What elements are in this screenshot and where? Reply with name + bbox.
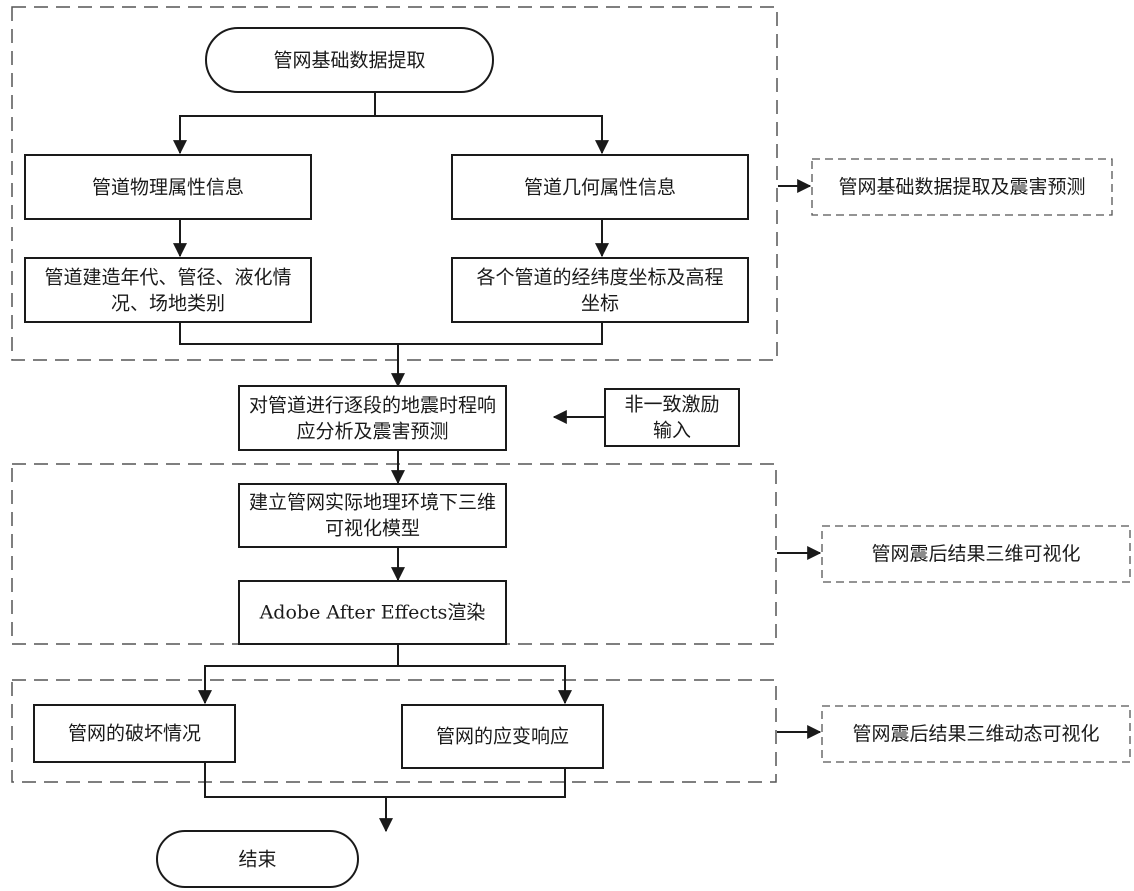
node-physical-detail: 管道建造年代、管径、液化情况、场地类别 [24,257,312,323]
node-text-line: 管道几何属性信息 [524,177,676,199]
group-data-extraction [11,6,778,361]
svg-text:对管道进行逐段的地震时程响应分析及震害预测: 对管道进行逐段的地震时程响应分析及震害预测 [249,395,496,443]
node-end: 结束 [156,830,359,888]
svg-text:管网基础数据提取及震害预测: 管网基础数据提取及震害预测 [838,176,1085,198]
svg-text:管道几何属性信息: 管道几何属性信息 [524,177,676,199]
edge-render-strain [398,665,572,705]
node-text-line: 管网的应变响应 [436,726,569,748]
svg-text:管道物理属性信息: 管道物理属性信息 [92,177,244,199]
node-physical-properties: 管道物理属性信息 [24,154,312,220]
node-seismic-analysis: 对管道进行逐段的地震时程响应分析及震害预测 [238,385,507,451]
svg-text:非一致激励输入: 非一致激励输入 [624,394,719,442]
node-ae-render: Adobe After Effects渲染 [238,580,507,645]
node-start: 管网基础数据提取 [205,27,494,93]
node-text-line: 应分析及震害预测 [296,421,448,443]
node-geometric-detail: 各个管道的经纬度坐标及高程坐标 [451,257,749,323]
svg-text:Adobe After Effects渲染: Adobe After Effects渲染 [259,602,486,624]
label-3d-dynamic-visualization: 管网震后结果三维动态可视化 [821,705,1131,763]
node-text-line: 各个管道的经纬度坐标及高程 [476,267,723,289]
node-text-line: 管道物理属性信息 [92,177,244,199]
label-data-extraction-prediction: 管网基础数据提取及震害预测 [811,158,1113,216]
edge-start-geometric [375,115,609,155]
node-text-line: 建立管网实际地理环境下三维 [249,492,496,514]
svg-text:各个管道的经纬度坐标及高程坐标: 各个管道的经纬度坐标及高程坐标 [476,267,723,315]
node-text-line: 管网的破坏情况 [68,723,201,745]
edge-start-physical [173,92,376,155]
svg-text:管网的破坏情况: 管网的破坏情况 [68,723,201,745]
node-damage: 管网的破坏情况 [33,704,236,763]
node-geometric-properties: 管道几何属性信息 [451,154,749,220]
group-3d-dynamic-visualization [11,679,777,783]
label-3d-visualization: 管网震后结果三维可视化 [821,525,1131,583]
node-text-line: 非一致激励 [624,394,719,416]
node-text-line: 况、场地类别 [111,293,225,315]
node-text-line: 管网基础数据提取 [273,50,425,72]
node-3d-model: 建立管网实际地理环境下三维可视化模型 [238,483,507,548]
node-text-line: 坐标 [581,293,619,315]
node-text-line: 输入 [653,420,691,442]
svg-text:管网震后结果三维可视化: 管网震后结果三维可视化 [871,543,1080,565]
node-nonuniform-excitation: 非一致激励输入 [604,388,740,447]
connectors [173,92,822,833]
svg-text:建立管网实际地理环境下三维可视化模型: 建立管网实际地理环境下三维可视化模型 [249,492,496,540]
svg-text:管网的应变响应: 管网的应变响应 [436,726,569,748]
svg-text:管网基础数据提取: 管网基础数据提取 [273,50,425,72]
node-strain: 管网的应变响应 [401,704,604,769]
svg-text:管网震后结果三维动态可视化: 管网震后结果三维动态可视化 [852,723,1099,745]
node-text-line: 管道建造年代、管径、液化情 [44,267,291,289]
node-text-line: 结束 [238,849,276,871]
node-text-line: 对管道进行逐段的地震时程响 [249,395,496,417]
edge-render-damage [198,644,399,705]
node-text-line: 可视化模型 [325,518,420,540]
node-text-line: Adobe After Effects渲染 [259,602,486,624]
svg-text:管道建造年代、管径、液化情况、场地类别: 管道建造年代、管径、液化情况、场地类别 [44,267,291,315]
edge-details-merge [179,322,603,345]
svg-text:结束: 结束 [238,849,276,871]
